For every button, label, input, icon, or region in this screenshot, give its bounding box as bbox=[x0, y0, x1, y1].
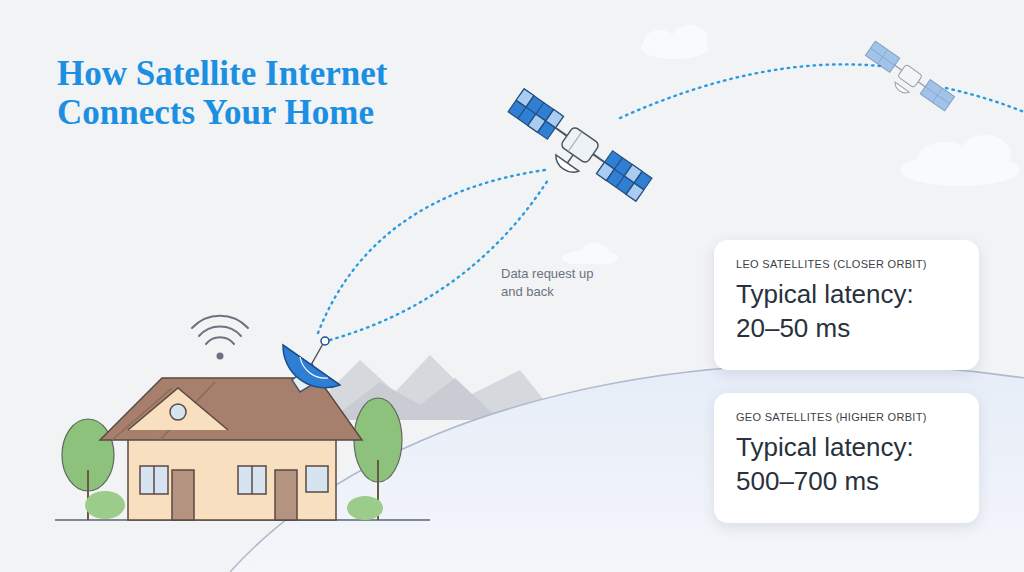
satellite bbox=[546, 109, 564, 127]
satellite bbox=[567, 155, 573, 163]
trees bbox=[347, 496, 383, 520]
satellite bbox=[516, 89, 534, 107]
house bbox=[140, 466, 168, 494]
path-note: Data request up and back bbox=[498, 264, 614, 301]
satellite bbox=[624, 165, 642, 183]
latency-value: Typical latency: 20–50 ms bbox=[736, 278, 961, 346]
wifi-symbol bbox=[192, 316, 248, 328]
card-heading: LEO SATELLITES (CLOSER ORBIT) bbox=[736, 258, 961, 270]
clouds bbox=[644, 30, 676, 54]
satellite-dish bbox=[321, 337, 329, 345]
earth bbox=[230, 364, 1024, 572]
satellite bbox=[605, 162, 644, 190]
signal-path bbox=[318, 170, 545, 333]
house bbox=[172, 470, 194, 520]
house bbox=[238, 466, 266, 494]
card-heading: GEO SATELLITES (HIGHER ORBIT) bbox=[736, 411, 961, 423]
signal-path bbox=[330, 180, 548, 340]
satellite-dish bbox=[283, 337, 340, 392]
satellite-distant bbox=[920, 80, 954, 111]
satellite-distant bbox=[870, 48, 894, 65]
house bbox=[153, 466, 155, 494]
info-card: LEO SATELLITES (CLOSER ORBIT) Typical lat… bbox=[714, 240, 979, 370]
clouds bbox=[581, 243, 609, 261]
satellite-dish bbox=[283, 345, 340, 388]
house bbox=[275, 470, 297, 520]
satellite bbox=[528, 114, 546, 132]
satellite bbox=[508, 89, 563, 139]
signal-path bbox=[620, 64, 880, 118]
satellite-distant bbox=[925, 87, 949, 104]
satellite bbox=[552, 155, 579, 177]
trees bbox=[85, 491, 125, 519]
page-title: How Satellite Internet Connects Your Hom… bbox=[57, 54, 507, 132]
satellite-dish bbox=[311, 342, 324, 365]
satellite bbox=[516, 100, 555, 128]
house bbox=[128, 428, 336, 520]
wifi-symbol bbox=[217, 353, 224, 360]
house bbox=[128, 388, 228, 430]
satellite bbox=[508, 89, 563, 139]
satellite bbox=[555, 128, 566, 136]
satellite bbox=[597, 151, 652, 201]
satellite bbox=[568, 132, 582, 152]
clouds bbox=[562, 25, 1020, 266]
satellite bbox=[597, 151, 652, 201]
satellite-distant bbox=[865, 41, 899, 72]
satellite bbox=[560, 126, 600, 164]
info-card: GEO SATELLITES (HIGHER ORBIT) Typical lat… bbox=[714, 393, 979, 523]
house bbox=[170, 404, 186, 420]
earth bbox=[230, 364, 1024, 572]
satellite bbox=[593, 154, 604, 162]
clouds bbox=[959, 135, 1011, 175]
satellite-distant bbox=[860, 41, 955, 118]
satellite bbox=[597, 162, 615, 180]
satellite bbox=[626, 183, 644, 201]
house bbox=[251, 466, 253, 494]
satellite bbox=[499, 89, 652, 214]
earth bbox=[230, 364, 1024, 572]
satellite-distant bbox=[898, 64, 923, 88]
wifi-symbol bbox=[192, 316, 248, 360]
mountains bbox=[330, 378, 500, 420]
wifi-symbol bbox=[199, 327, 241, 336]
house bbox=[100, 378, 362, 520]
signal-path bbox=[946, 88, 1024, 112]
satellite-distant bbox=[892, 82, 909, 96]
house bbox=[306, 466, 328, 492]
clouds bbox=[672, 25, 708, 51]
wifi-symbol bbox=[206, 337, 234, 344]
latency-value: Typical latency: 500–700 ms bbox=[736, 431, 961, 499]
